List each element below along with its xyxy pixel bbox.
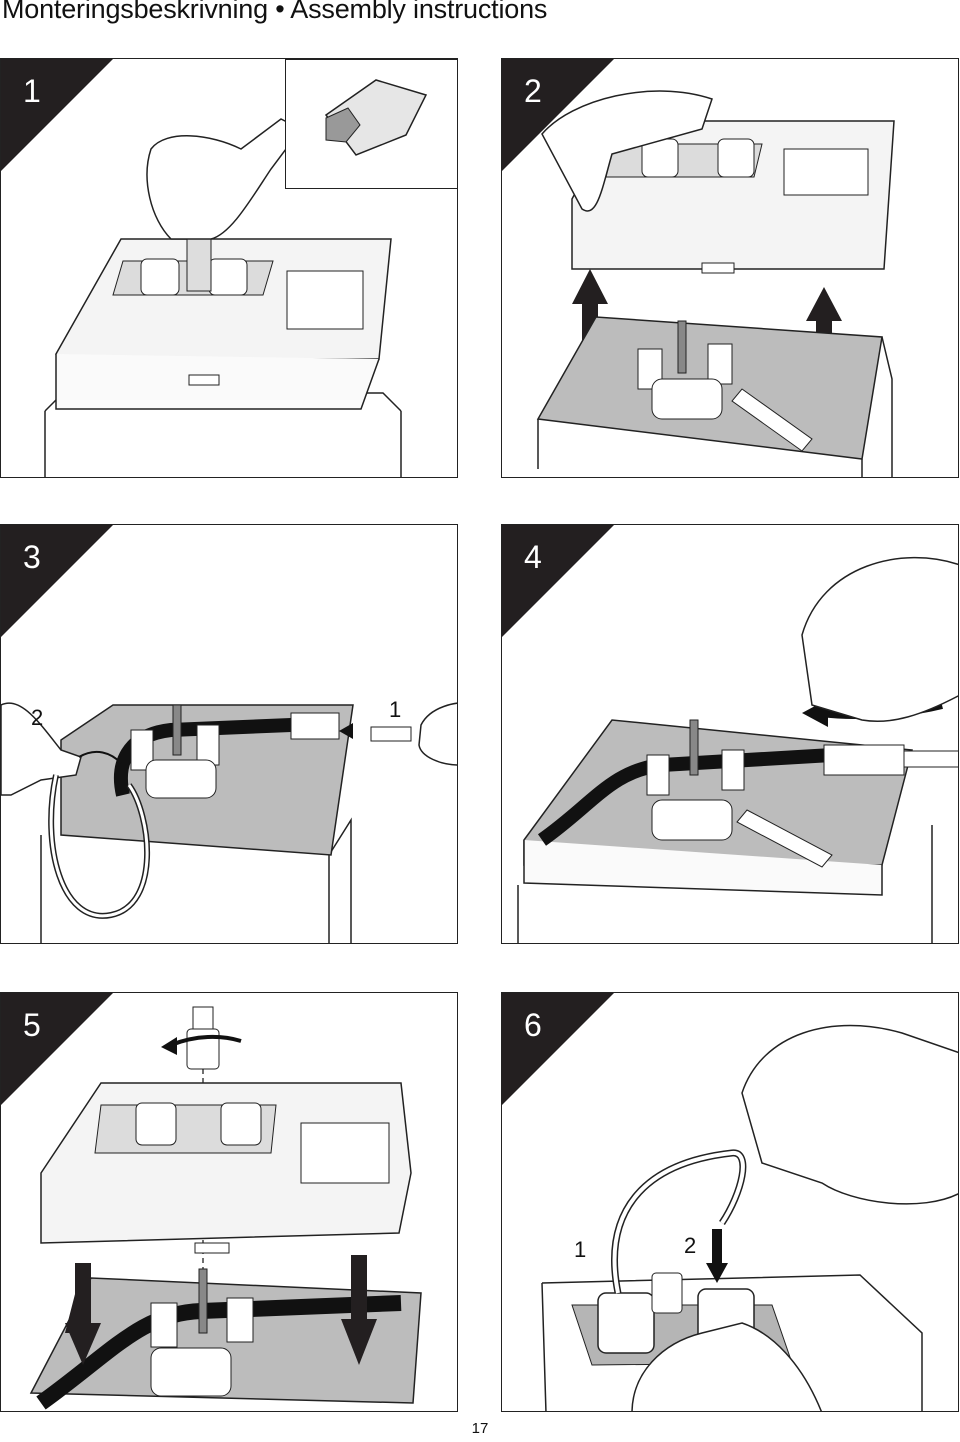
step-5-panel: 5 — [0, 992, 458, 1412]
step-4-illustration — [502, 525, 958, 943]
step-6-number: 6 — [524, 1007, 542, 1043]
step-2-number: 2 — [524, 73, 542, 109]
step-2-illustration — [502, 59, 895, 477]
step-6-panel: 6 1 2 — [501, 992, 959, 1412]
key-inset — [285, 59, 457, 189]
step-4-panel: 4 — [501, 524, 959, 944]
step-3-callout-1: 1 — [389, 697, 402, 722]
step-2-panel: 2 — [501, 58, 959, 478]
step-3-number: 3 — [23, 539, 41, 575]
step-1-number: 1 — [23, 73, 41, 109]
step-5-illustration — [1, 993, 422, 1410]
step-6-callout-1: 1 — [574, 1237, 587, 1262]
step-1-panel: 1 — [0, 58, 458, 478]
step-3-panel: 3 2 1 — [0, 524, 458, 944]
step-6-callout-2: 2 — [684, 1233, 697, 1258]
step-5-number: 5 — [23, 1007, 41, 1043]
page-title: Monteringsbeskrivning • Assembly instruc… — [2, 0, 548, 24]
step-3-callout-2: 2 — [31, 705, 44, 730]
page-number: 17 — [471, 1420, 489, 1437]
step-4-number: 4 — [524, 539, 542, 575]
step-3-illustration — [1, 525, 457, 943]
step-1-illustration — [1, 59, 402, 477]
step-6-illustration — [502, 993, 958, 1411]
